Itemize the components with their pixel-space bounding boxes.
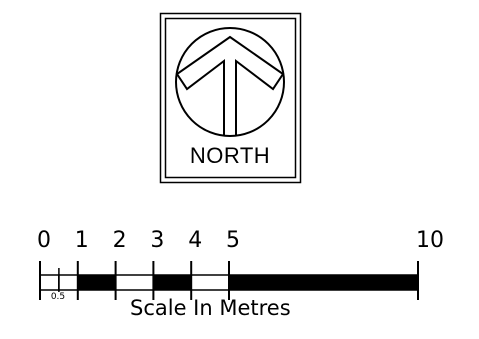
north-arrow-icon <box>175 27 285 137</box>
scale-bar <box>39 261 419 300</box>
scale-tick-label: 4 <box>188 228 203 253</box>
north-arrow-box <box>159 12 302 184</box>
scale-tick-label: 2 <box>112 228 127 253</box>
scale-tick-label: 5 <box>226 228 240 253</box>
scale-segment <box>58 274 79 291</box>
scale-tick-label-half: 0.5 <box>50 292 66 302</box>
scale-tick-label: 0 <box>37 228 51 253</box>
scale-caption: Scale In Metres <box>130 296 291 320</box>
north-label: NORTH <box>189 143 271 168</box>
scale-tick-label: 1 <box>74 228 89 253</box>
scale-segment <box>228 274 419 291</box>
scale-segment <box>77 274 117 291</box>
scale-tick-label: 3 <box>150 228 165 253</box>
scale-segment <box>190 274 230 291</box>
scale-tick-label: 10 <box>416 228 444 253</box>
scale-segment <box>114 274 155 291</box>
scale-segment <box>39 274 60 291</box>
scale-segment <box>152 274 192 291</box>
